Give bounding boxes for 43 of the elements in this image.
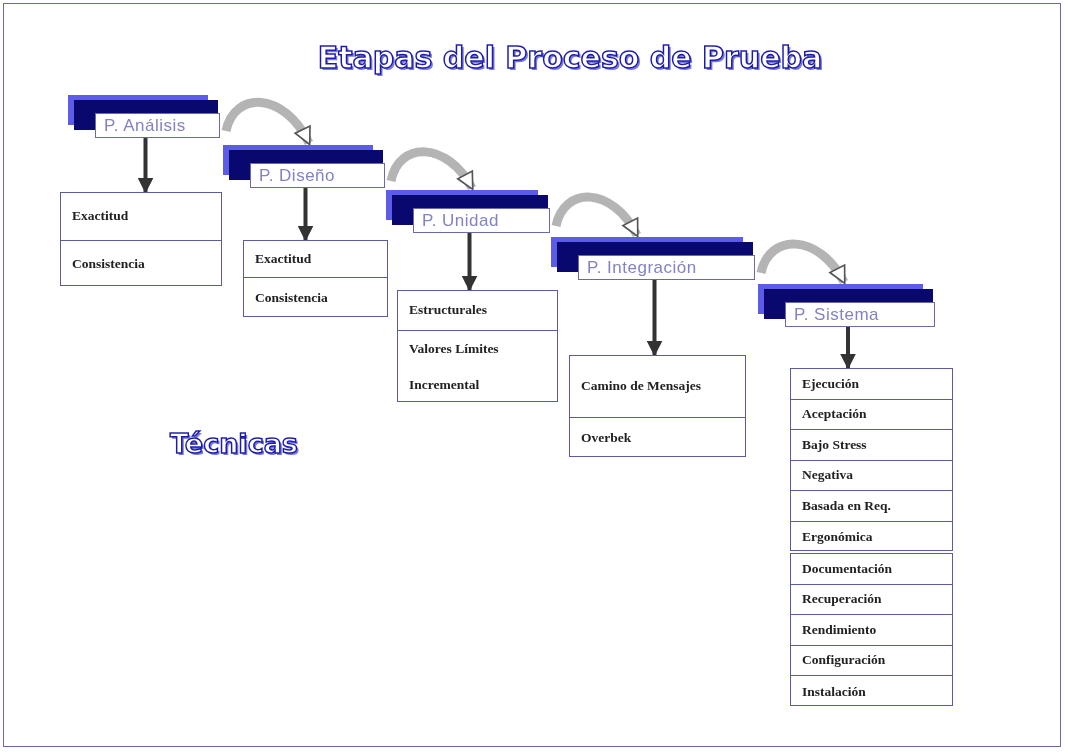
- arrow: [461, 233, 478, 292]
- technique-list: [569, 355, 746, 457]
- technique-name: Exactitud: [255, 249, 312, 268]
- section-label: Técnicas: [170, 428, 298, 459]
- technique-name: Configuración: [802, 651, 886, 670]
- technique-name: Ejecución: [802, 374, 859, 393]
- phase-name: P. Integración: [587, 258, 697, 278]
- technique-name: Consistencia: [255, 288, 328, 307]
- technique-name: Negativa: [802, 466, 853, 485]
- technique-name: Documentación: [802, 559, 892, 578]
- technique-name: Valores Límites: [409, 339, 499, 358]
- phase-name: P. Sistema: [794, 305, 879, 325]
- technique-name: Basada en Req.: [802, 496, 891, 515]
- technique-name: Estructurales: [409, 301, 487, 320]
- phase-header: [68, 95, 220, 138]
- arrow: [840, 327, 856, 370]
- technique-name: Rendimiento: [802, 620, 877, 639]
- technique-name: Camino de Mensajes: [581, 377, 701, 396]
- technique-name: Recuperación: [802, 590, 882, 609]
- technique-list: [790, 553, 953, 706]
- technique-name: Ergonómica: [802, 527, 873, 546]
- phase-header: [758, 284, 935, 327]
- phase-name: P. Unidad: [422, 211, 499, 231]
- phase-name: P. Análisis: [104, 116, 186, 136]
- arrow: [297, 188, 314, 242]
- technique-name: Instalación: [802, 682, 866, 701]
- technique-name: Bajo Stress: [802, 435, 867, 454]
- technique-list: [60, 192, 222, 286]
- technique-name: Aceptación: [802, 405, 867, 424]
- phase-header: [551, 237, 755, 280]
- arrow: [137, 138, 154, 194]
- technique-name: Incremental: [409, 375, 480, 394]
- technique-name: Exactitud: [72, 207, 129, 226]
- phase-name: P. Diseño: [259, 166, 335, 186]
- arrow: [646, 280, 663, 357]
- technique-name: Overbek: [581, 428, 632, 447]
- technique-list: [790, 368, 953, 551]
- phase-header: [386, 190, 550, 233]
- technique-list: [243, 240, 388, 317]
- technique-name: Consistencia: [72, 254, 145, 273]
- phase-header: [223, 145, 385, 188]
- technique-list: [397, 290, 558, 402]
- diagram-title: Etapas del Proceso de Prueba: [316, 40, 824, 75]
